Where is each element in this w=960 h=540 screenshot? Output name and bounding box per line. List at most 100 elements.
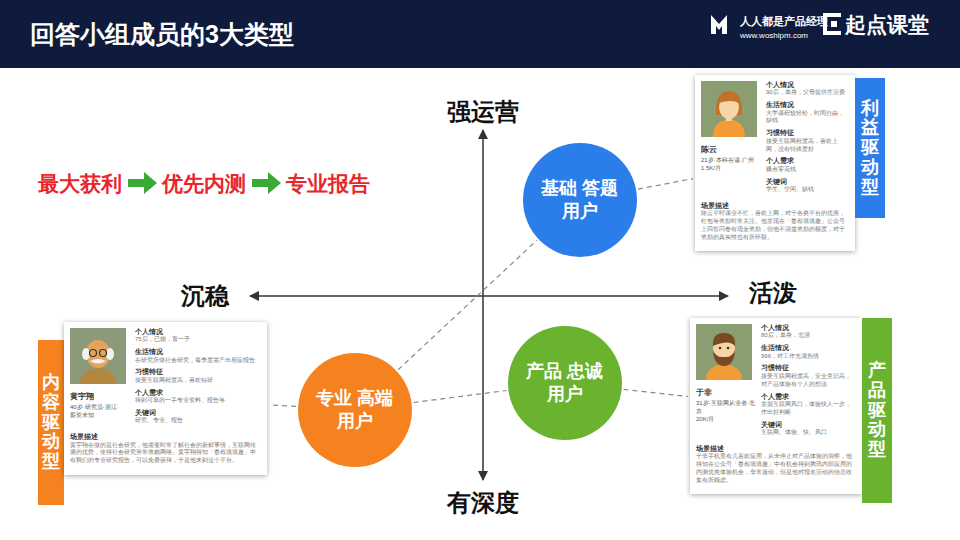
dashed-connector xyxy=(638,179,693,189)
field-value: 在研究所做社会研究，每季度需产出相应报告 xyxy=(135,357,261,365)
field-heading: 场景描述 xyxy=(696,445,856,453)
vertical-axis xyxy=(482,130,484,480)
band-label: 产品驱动型 xyxy=(868,361,886,460)
avatar-slot xyxy=(70,328,126,384)
field-heading: 生活情况 xyxy=(135,348,261,356)
type-band: 产品驱动型 xyxy=(862,318,892,503)
field-heading: 关键词 xyxy=(135,409,261,417)
card-right: 个人情况80后，单身，北漂生活情况996，对工作充满热情习惯特征接受互联网程度高… xyxy=(761,324,856,441)
user-type-circle: 基础 答题用户 xyxy=(523,143,637,257)
field-heading: 个人情况 xyxy=(135,328,261,336)
field-heading: 生活情况 xyxy=(766,101,849,109)
axis-label: 沉稳 xyxy=(181,280,229,312)
card-top: 陈云21岁·本科在读·广州1.5K/月个人情况90后，单身，父母提供生活费生活情… xyxy=(701,81,849,198)
field-value: 接受互联网程度高，安全意识高，对产品体验有个人的想法 xyxy=(761,373,856,389)
circle-label: 专业 高端用户 xyxy=(311,387,400,434)
field-value: 大学课程较轻松，时间自由，缺钱 xyxy=(766,110,849,126)
scene-block: 场景描述黄宇翔在做的是社会研究，他需要时常了解社会的新鲜事情，互联网传播的优势，… xyxy=(70,433,261,465)
field-value: 发掘互联网风口，体验快人一步，作出好判断 xyxy=(761,401,856,417)
persona-info: 21岁·本科在读·广州 xyxy=(701,156,761,164)
field-value: 996，对工作充满热情 xyxy=(761,353,856,361)
field-value: 90后，单身，父母提供生活费 xyxy=(766,89,849,97)
field-heading: 个人情况 xyxy=(761,324,856,332)
band-label: 利益驱动型 xyxy=(861,99,879,198)
circle-label: 产品 忠诚用户 xyxy=(521,360,610,407)
band-label: 内容驱动型 xyxy=(42,373,60,472)
persona-info: 31岁·互联网从业者·北京 xyxy=(696,399,756,415)
field-value: 接受互联网程度高，喜欢钻研 xyxy=(135,377,261,385)
dashed-connector xyxy=(624,389,688,396)
user-type-circle: 产品 忠诚用户 xyxy=(508,326,622,440)
card-left: 于非31岁·互联网从业者·北京20K/月 xyxy=(696,324,756,441)
slide-title: 回答小组成员的3大类型 xyxy=(30,18,294,51)
axis-label: 有深度 xyxy=(447,487,519,519)
flow-arrow xyxy=(252,172,281,194)
logo-text: 人人都是产品经理 xyxy=(740,14,828,29)
field-value: 得到可靠的一手专业资料、报告等 xyxy=(135,397,261,405)
card-right: 个人情况90后，单身，父母提供生活费生活情况大学课程较轻松，时间自由，缺钱习惯特… xyxy=(766,81,849,198)
field-heading: 场景描述 xyxy=(70,433,261,441)
field-value: 接受互联网程度高，喜欢上网，没有特殊爱好 xyxy=(766,138,849,154)
field-heading: 个人需求 xyxy=(766,157,849,165)
dashed-connector xyxy=(398,240,537,369)
avatar-illustration xyxy=(70,328,126,384)
field-heading: 个人需求 xyxy=(761,393,856,401)
field-heading: 关键词 xyxy=(766,178,849,186)
flow-step: 专业报告 xyxy=(286,170,370,198)
field-value: 研究、专业、报告 xyxy=(135,417,261,425)
circle-label: 基础 答题用户 xyxy=(536,177,625,224)
type-band: 内容驱动型 xyxy=(38,340,64,505)
persona-card: 黄宇翔40岁·研究员·浙江薪资未知个人情况75后，已婚，育一子生活情况在研究所做… xyxy=(64,322,267,475)
scene-block: 场景描述陈云平时课业不忙，喜欢上网，对于各类平台的优惠，红包等奖励时常关注。他发… xyxy=(701,202,849,242)
persona-name: 于非 xyxy=(696,388,756,399)
avatar-illustration xyxy=(701,81,757,137)
axis-label: 强运营 xyxy=(447,96,519,128)
dashed-connector xyxy=(414,391,507,403)
persona-name: 黄宇翔 xyxy=(70,392,130,403)
persona-name: 陈云 xyxy=(701,145,761,156)
field-heading: 场景描述 xyxy=(701,202,849,210)
scene-text: 于非手机里有几百款应用，从未停止对产品体验的洞察，他得知在公众号「春叔填填趣」中… xyxy=(696,453,856,484)
card-left: 黄宇翔40岁·研究员·浙江薪资未知 xyxy=(70,328,130,429)
field-value: 学生、空闲、缺钱 xyxy=(766,186,849,194)
card-right: 个人情况75后，已婚，育一子生活情况在研究所做社会研究，每季度需产出相应报告习惯… xyxy=(135,328,261,429)
field-heading: 生活情况 xyxy=(761,344,856,352)
logo-text: 起点课堂 xyxy=(845,11,929,39)
persona-card: 陈云21岁·本科在读·广州1.5K/月个人情况90后，单身，父母提供生活费生活情… xyxy=(695,75,855,251)
field-heading: 个人情况 xyxy=(766,81,849,89)
logo-url: www.woshipm.com xyxy=(740,31,808,40)
card-top: 于非31岁·互联网从业者·北京20K/月个人情况80后，单身，北漂生活情况996… xyxy=(696,324,856,441)
field-heading: 习惯特征 xyxy=(766,129,849,137)
scene-block: 场景描述于非手机里有几百款应用，从未停止对产品体验的洞察，他得知在公众号「春叔填… xyxy=(696,445,856,485)
card-top: 黄宇翔40岁·研究员·浙江薪资未知个人情况75后，已婚，育一子生活情况在研究所做… xyxy=(70,328,261,429)
avatar-slot xyxy=(701,81,757,137)
horizontal-axis xyxy=(250,295,728,297)
card-left: 陈云21岁·本科在读·广州1.5K/月 xyxy=(701,81,761,198)
dashed-connector xyxy=(269,405,296,407)
scene-text: 黄宇翔在做的是社会研究，他需要时常了解社会的新鲜事情，互联网传播的优势，使得社会… xyxy=(70,442,261,465)
field-heading: 个人需求 xyxy=(135,389,261,397)
flow-step: 最大获利 xyxy=(38,170,122,198)
field-value: 赚点零花钱 xyxy=(766,166,849,174)
field-heading: 习惯特征 xyxy=(761,364,856,372)
field-value: 互联网、体验、快、风口 xyxy=(761,429,856,437)
field-heading: 关键词 xyxy=(761,421,856,429)
persona-info: 40岁·研究员·浙江 xyxy=(70,403,130,411)
avatar-illustration xyxy=(696,324,752,380)
field-heading: 习惯特征 xyxy=(135,368,261,376)
axis-label: 活泼 xyxy=(749,277,797,309)
persona-info: 1.5K/月 xyxy=(701,164,761,172)
scene-text: 陈云平时课业不忙，喜欢上网，对于各类平台的优惠，红包等奖励时常关注。他发现在「春… xyxy=(701,210,849,241)
logo-icon xyxy=(711,15,727,34)
flow-step: 优先内测 xyxy=(162,170,246,198)
persona-card: 于非31岁·互联网从业者·北京20K/月个人情况80后，单身，北漂生活情况996… xyxy=(690,318,862,494)
type-band: 利益驱动型 xyxy=(855,78,885,218)
persona-info: 薪资未知 xyxy=(70,411,130,419)
persona-info: 20K/月 xyxy=(696,415,756,423)
avatar-slot xyxy=(696,324,752,380)
user-type-circle: 专业 高端用户 xyxy=(298,353,412,467)
field-value: 75后，已婚，育一子 xyxy=(135,336,261,344)
flow-arrow xyxy=(128,172,157,194)
field-value: 80后，单身，北漂 xyxy=(761,332,856,340)
